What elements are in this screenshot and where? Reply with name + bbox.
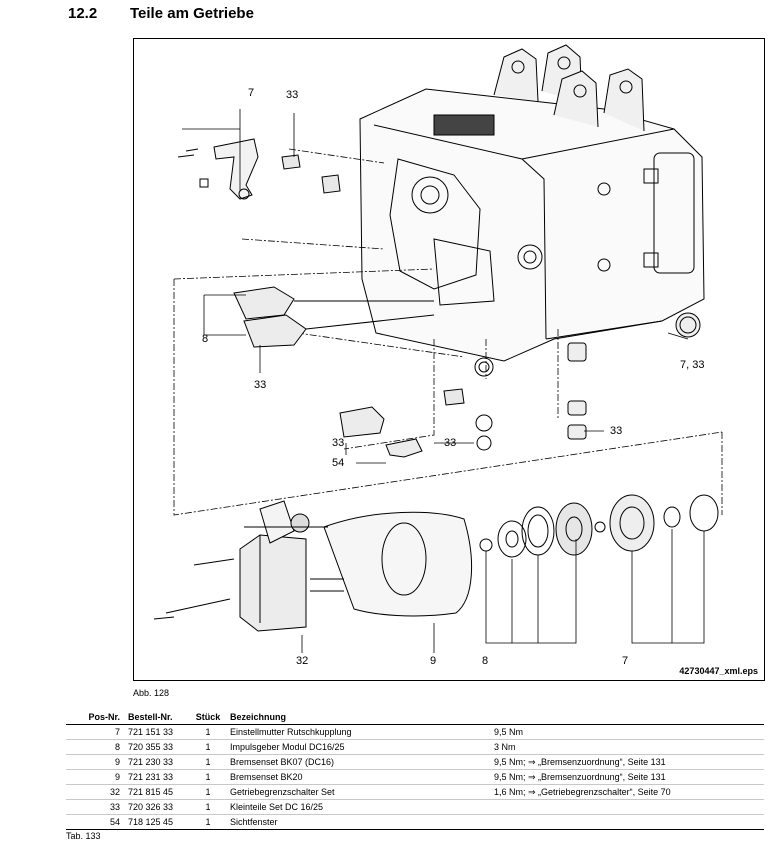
link-arm-part [177,138,259,200]
cell-pos: 9 [66,769,124,785]
section-title: Teile am Getriebe [130,5,254,22]
callout-32-switch: 32 [296,655,309,667]
cell-description: Impulsgeber Modul DC16/25 [226,739,490,755]
table-header-row: Pos-Nr. Bestell-Nr. Stück Bezeichnung [66,709,764,725]
callout-8-left: 8 [202,333,209,345]
callout-33-left: 33 [254,379,267,391]
table-row: 9 721 230 33 1 Bremsenset BK07 (DC16) 9,… [66,754,764,770]
limit-switch-part [153,500,310,632]
cell-notes: 3 Nm [490,739,764,755]
cell-pos: 32 [66,784,124,800]
cell-notes [490,814,764,830]
gearbox-housing [359,44,705,362]
column-header-notes [490,709,764,725]
window-bracket-parts [339,406,423,458]
cell-notes: 9,5 Nm; ⇒ „Bremsenzuordnung“, Seite 131 [490,754,764,770]
exploded-view-drawing [153,44,723,653]
table-row: 54 718 125 45 1 Sichtfenster [66,814,764,830]
cell-qty: 1 [190,784,226,800]
callout-7-33-right: 7, 33 [680,359,705,371]
cell-qty: 1 [190,739,226,755]
cell-order-no: 721 231 33 [124,769,190,785]
small-bracket-parts [281,154,465,406]
cell-qty: 1 [190,724,226,740]
figure-caption: Abb. 128 [133,688,170,698]
cell-pos: 33 [66,799,124,815]
brake-part [244,511,472,617]
table-row: 33 720 326 33 1 Kleinteile Set DC 16/25 [66,799,764,815]
column-header-order-no: Bestell-Nr. [124,709,190,725]
exploded-view-figure: 7 33 8 33 7, 33 33 33 54 33 32 9 8 7 427… [133,38,765,681]
table-row: 9 721 231 33 1 Bremsenset BK20 9,5 Nm; ⇒… [66,769,764,785]
cell-notes: 1,6 Nm; ⇒ „Getriebegrenzschalter“, Seite… [490,784,764,800]
cell-qty: 1 [190,754,226,770]
cell-description: Kleinteile Set DC 16/25 [226,799,490,815]
cell-notes: 9,5 Nm [490,724,764,740]
callout-33-plugs: 33 [610,425,623,437]
callout-7-upper: 7 [248,87,255,99]
cell-pos: 8 [66,739,124,755]
parts-table: Pos-Nr. Bestell-Nr. Stück Bezeichnung 7 … [66,709,764,830]
callout-33-upper: 33 [286,89,299,101]
cell-pos: 7 [66,724,124,740]
cell-order-no: 718 125 45 [124,814,190,830]
section-number: 12.2 [68,5,98,22]
cell-notes [490,799,764,815]
cell-order-no: 721 230 33 [124,754,190,770]
cell-qty: 1 [190,814,226,830]
cell-notes: 9,5 Nm; ⇒ „Bremsenzuordnung“, Seite 131 [490,769,764,785]
callout-7-bottom: 7 [622,655,629,667]
seal-ring-parts [474,312,701,451]
column-header-qty: Stück [190,709,226,725]
cell-order-no: 720 326 33 [124,799,190,815]
cell-qty: 1 [190,799,226,815]
cell-description: Sichtfenster [226,814,490,830]
cell-description: Bremsenset BK07 (DC16) [226,754,490,770]
table-caption: Tab. 133 [66,831,101,841]
table-row: 32 721 815 45 1 Getriebegrenzschalter Se… [66,784,764,800]
coupling-ring-parts [479,494,719,558]
callout-54-window: 54 [332,457,345,469]
figure-file-label: 42730447_xml.eps [679,666,758,676]
table-row: 8 720 355 33 1 Impulsgeber Modul DC16/25… [66,739,764,755]
callout-33-ring: 33 [444,437,457,449]
column-header-description: Bezeichnung [226,709,490,725]
callout-lines [182,109,705,653]
callout-8-bottom: 8 [482,655,489,667]
callout-33-bracket: 33 [332,437,345,449]
callout-9-brake: 9 [430,655,437,667]
cell-order-no: 721 815 45 [124,784,190,800]
sensor-module-parts [233,286,435,348]
cell-qty: 1 [190,769,226,785]
cell-description: Getriebegrenzschalter Set [226,784,490,800]
cell-order-no: 721 151 33 [124,724,190,740]
section-heading: 12.2 Teile am Getriebe [68,5,254,22]
cell-order-no: 720 355 33 [124,739,190,755]
cell-pos: 54 [66,814,124,830]
cell-description: Einstellmutter Rutschkupplung [226,724,490,740]
leader-lines [173,148,723,516]
table-row: 7 721 151 33 1 Einstellmutter Rutschkupp… [66,724,764,740]
cell-description: Bremsenset BK20 [226,769,490,785]
cell-pos: 9 [66,754,124,770]
column-header-pos: Pos-Nr. [66,709,124,725]
